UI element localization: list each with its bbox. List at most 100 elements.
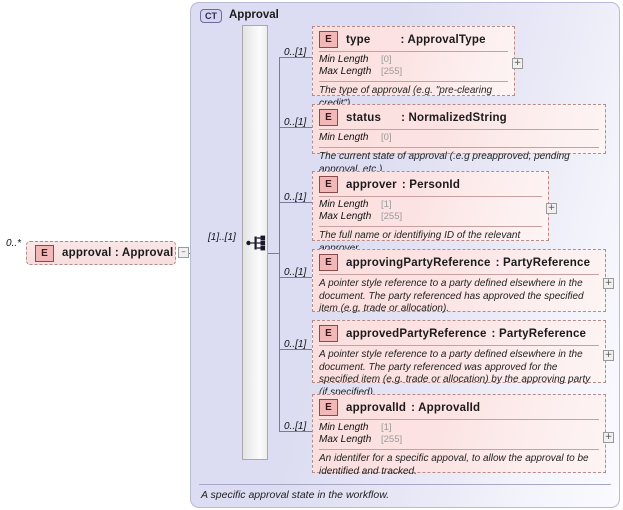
element-card-approver[interactable]: E approver : PersonId Min Length [1] Max… — [312, 171, 549, 254]
divider — [319, 81, 508, 82]
element-type-approver: : PersonId — [401, 178, 461, 191]
facet-row: Min Length [1] — [319, 422, 599, 434]
facet-row: Max Length [255] — [319, 434, 599, 446]
facet-label: Min Length — [319, 422, 369, 433]
element-name-status: status — [346, 111, 382, 124]
divider — [319, 196, 542, 197]
facet-label: Max Length — [319, 66, 372, 77]
element-name-approver: approver — [346, 178, 397, 191]
element-name-approvingpartyreference: approvingPartyReference — [346, 256, 491, 269]
compositor-occurs-label: [1]..[1] — [208, 232, 236, 243]
element-type-approvedpartyreference: : PartyReference — [491, 327, 587, 340]
element-header-approvalid: E approvalId : ApprovalId — [313, 395, 605, 419]
element-type-status: : NormalizedString — [401, 111, 507, 124]
connector-trunk — [279, 57, 280, 431]
facet-value: [1] — [381, 199, 392, 210]
element-type-type: : ApprovalType — [400, 33, 486, 46]
expand-toggle-icon[interactable]: + — [603, 432, 614, 443]
connector-branch-approvalid — [279, 431, 312, 432]
root-element-approval[interactable]: E approval : Approval — [26, 241, 176, 265]
element-name-approvalid: approvalId — [346, 401, 407, 414]
element-header-status: E status : NormalizedString — [313, 105, 605, 129]
occurs-label-type: 0..[1] — [284, 47, 307, 58]
element-description-approvedpartyreference: A pointer style reference to a party def… — [319, 349, 591, 398]
root-element-label: approval : Approval — [62, 247, 174, 259]
element-badge-icon: E — [319, 31, 338, 48]
divider — [319, 274, 599, 275]
element-header-approvingpartyreference: E approvingPartyReference : PartyReferen… — [313, 250, 605, 274]
divider — [319, 147, 599, 148]
complextype-title: Approval — [229, 9, 279, 21]
element-description-approvingpartyreference: A pointer style reference to a party def… — [319, 278, 584, 314]
connector-branch-type — [279, 57, 312, 58]
facet-list-status: Min Length [0] — [313, 130, 605, 147]
element-badge-icon: E — [319, 325, 338, 342]
divider — [319, 419, 599, 420]
facet-value: [255] — [381, 434, 403, 445]
expand-toggle-icon[interactable]: + — [546, 203, 557, 214]
occurs-label-status: 0..[1] — [284, 117, 307, 128]
element-type-approvingpartyreference: : PartyReference — [495, 256, 591, 269]
element-header-approver: E approver : PersonId — [313, 172, 548, 196]
element-badge-icon: E — [319, 254, 338, 271]
root-occurs-label: 0..* — [6, 238, 22, 249]
connector-compositor-stub — [268, 253, 280, 254]
element-name-type: type — [346, 33, 371, 46]
facet-label: Min Length — [319, 199, 369, 210]
element-name-approvedpartyreference: approvedPartyReference — [346, 327, 487, 340]
divider — [319, 226, 542, 227]
element-type-approvalid: : ApprovalId — [411, 401, 481, 414]
facet-row: Min Length [1] — [319, 199, 542, 211]
divider — [319, 51, 508, 52]
occurs-label-approvalid: 0..[1] — [284, 421, 307, 432]
connector-branch-approver — [279, 202, 312, 203]
footer-divider — [199, 484, 611, 485]
occurs-label-approver: 0..[1] — [284, 192, 307, 203]
facet-value: [1] — [381, 422, 392, 433]
facet-value: [0] — [381, 54, 392, 65]
facet-label: Min Length — [319, 54, 369, 65]
facet-list-approvalid: Min Length [1] Max Length [255] — [313, 420, 605, 449]
connector-branch-approvingpartyreference — [279, 277, 312, 278]
divider — [319, 345, 599, 346]
element-card-status[interactable]: E status : NormalizedString Min Length [… — [312, 104, 606, 175]
facet-list-type: Min Length [0] Max Length [255] — [313, 52, 514, 81]
element-card-type[interactable]: E type : ApprovalType Min Length [0] Max… — [312, 26, 515, 109]
collapse-toggle-icon[interactable]: – — [178, 247, 189, 258]
sequence-icon — [246, 234, 268, 252]
facet-row: Max Length [255] — [319, 211, 542, 223]
element-description-type: The type of approval (e.g. "pre-clearing… — [319, 85, 493, 109]
facet-row: Max Length [255] — [319, 66, 508, 78]
facet-label: Max Length — [319, 211, 372, 222]
facet-label: Max Length — [319, 434, 372, 445]
element-card-approvedpartyreference[interactable]: E approvedPartyReference : PartyReferenc… — [312, 320, 606, 398]
expand-toggle-icon[interactable]: + — [512, 58, 523, 69]
divider — [319, 129, 599, 130]
facet-row: Min Length [0] — [319, 132, 599, 144]
occurs-label-approvedpartyreference: 0..[1] — [284, 339, 307, 350]
element-header-type: E type : ApprovalType — [313, 27, 514, 51]
connector-branch-approvedpartyreference — [279, 349, 312, 350]
facet-value: [255] — [381, 211, 403, 222]
element-badge-icon: E — [319, 176, 338, 193]
facet-list-approver: Min Length [1] Max Length [255] — [313, 197, 548, 226]
element-badge-icon: E — [319, 109, 338, 126]
occurs-label-approvingpartyreference: 0..[1] — [284, 267, 307, 278]
facet-value: [255] — [381, 66, 403, 77]
divider — [319, 449, 599, 450]
complextype-description: A specific approval state in the workflo… — [201, 489, 390, 501]
connector-branch-status — [279, 127, 312, 128]
expand-toggle-icon[interactable]: + — [603, 278, 614, 289]
facet-label: Min Length — [319, 132, 369, 143]
expand-toggle-icon[interactable]: + — [603, 350, 614, 361]
element-card-approvingpartyreference[interactable]: E approvingPartyReference : PartyReferen… — [312, 249, 606, 314]
facet-value: [0] — [381, 132, 392, 143]
complextype-badge-icon: CT — [200, 9, 222, 23]
element-badge-icon: E — [35, 244, 54, 262]
element-description-approvalid: An identifer for a specific appoval, to … — [319, 453, 589, 477]
element-card-approvalid[interactable]: E approvalId : ApprovalId Min Length [1]… — [312, 394, 606, 477]
element-description-approver: The full name or identifiying ID of the … — [319, 230, 521, 254]
element-header-approvedpartyreference: E approvedPartyReference : PartyReferenc… — [313, 321, 605, 345]
element-badge-icon: E — [319, 399, 338, 416]
